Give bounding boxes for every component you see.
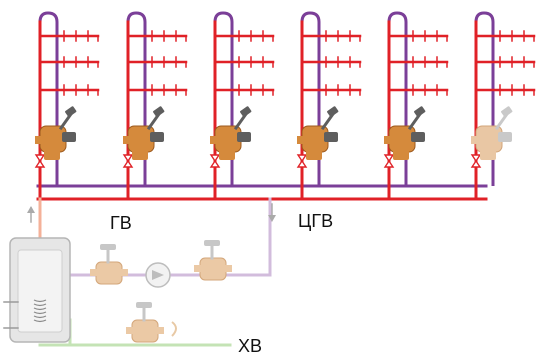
valve-actuator	[237, 132, 251, 142]
circulation-pump-icon	[145, 262, 171, 288]
valve-handle	[171, 321, 177, 337]
balancing-valve-icon	[35, 106, 77, 160]
balancing-valve-icon	[210, 106, 252, 160]
valve-port-bottom	[393, 150, 409, 160]
pump-arrow	[152, 270, 164, 280]
floor-branch	[126, 56, 188, 68]
valve-handwheel	[327, 106, 339, 117]
floor-branch	[38, 56, 100, 68]
valve-port	[35, 136, 45, 144]
balancing-valve-icon	[471, 106, 513, 160]
valve-port-bottom	[44, 150, 60, 160]
circulation-riser	[387, 11, 408, 186]
balancing-valve-icon	[90, 244, 128, 285]
floor-branch	[38, 30, 100, 42]
valve-actuator	[62, 132, 76, 142]
valve-port	[384, 136, 394, 144]
valve-port-bottom	[132, 150, 148, 160]
floor-branch	[474, 56, 536, 68]
riser-6	[470, 11, 536, 201]
floor-branch	[300, 56, 362, 68]
valve-actuator	[411, 132, 425, 142]
label-cold-water: ХВ	[238, 336, 263, 354]
arrow-icon	[268, 203, 276, 222]
valve-port-bottom	[306, 150, 322, 160]
floor-branch	[300, 30, 362, 42]
circulation-riser	[300, 11, 321, 186]
tank-inner	[17, 249, 63, 333]
riser-3	[209, 11, 275, 201]
floor-branch	[387, 84, 449, 96]
riser-4	[296, 11, 362, 201]
valve-handwheel	[153, 106, 165, 117]
arrow-icon	[27, 206, 35, 223]
ball-valve-icon	[383, 154, 395, 168]
balancing-valve-icon	[384, 106, 426, 160]
riser-2	[122, 11, 188, 201]
valve-port	[222, 265, 232, 272]
valve-handwheel	[204, 240, 220, 246]
balancing-valve-icon	[126, 302, 164, 343]
valve-port	[194, 265, 204, 272]
valve-actuator	[324, 132, 338, 142]
balancing-valve-icon	[123, 106, 165, 160]
floor-branch	[213, 56, 275, 68]
valve-port	[126, 327, 136, 334]
valve-port	[471, 136, 481, 144]
ball-valve-icon	[122, 154, 134, 168]
ball-valve-icon	[470, 154, 482, 168]
label-hot-water: ГВ	[110, 213, 132, 233]
ball-valve-icon	[296, 154, 308, 168]
circulation-riser	[38, 11, 59, 186]
balancing-valve-icon	[194, 240, 232, 281]
valve-port-bottom	[219, 150, 235, 160]
valve-port-bottom	[480, 150, 496, 160]
valve-port	[118, 269, 128, 276]
valve-handwheel	[136, 302, 152, 308]
balancing-valve-icon	[297, 106, 339, 160]
riser-5	[383, 11, 449, 201]
valve-handwheel	[65, 106, 77, 117]
valve-port	[210, 136, 220, 144]
label-circulation: ЦГВ	[298, 211, 334, 231]
valve-actuator	[150, 132, 164, 142]
valve-port	[297, 136, 307, 144]
floor-branch	[126, 84, 188, 96]
floor-branch	[387, 56, 449, 68]
floor-branch	[387, 30, 449, 42]
circulation-riser	[474, 11, 495, 186]
water-heater-icon	[3, 237, 71, 343]
valve-handwheel	[501, 106, 513, 117]
floor-branch	[213, 30, 275, 42]
floor-branch	[38, 84, 100, 96]
floor-branch	[300, 84, 362, 96]
riser-1	[34, 11, 100, 201]
ball-valve-icon	[209, 154, 221, 168]
valve-handwheel	[240, 106, 252, 117]
valve-port	[123, 136, 133, 144]
floor-branch	[213, 84, 275, 96]
floor-branch	[126, 30, 188, 42]
valve-handwheel	[414, 106, 426, 117]
valve-handwheel	[100, 244, 116, 250]
valve-actuator	[498, 132, 512, 142]
valve-port	[90, 269, 100, 276]
ball-valve-icon	[34, 154, 46, 168]
floor-branch	[474, 84, 536, 96]
circulation-riser	[213, 11, 234, 186]
circulation-riser	[126, 11, 147, 186]
floor-branch	[474, 30, 536, 42]
valve-port	[154, 327, 164, 334]
